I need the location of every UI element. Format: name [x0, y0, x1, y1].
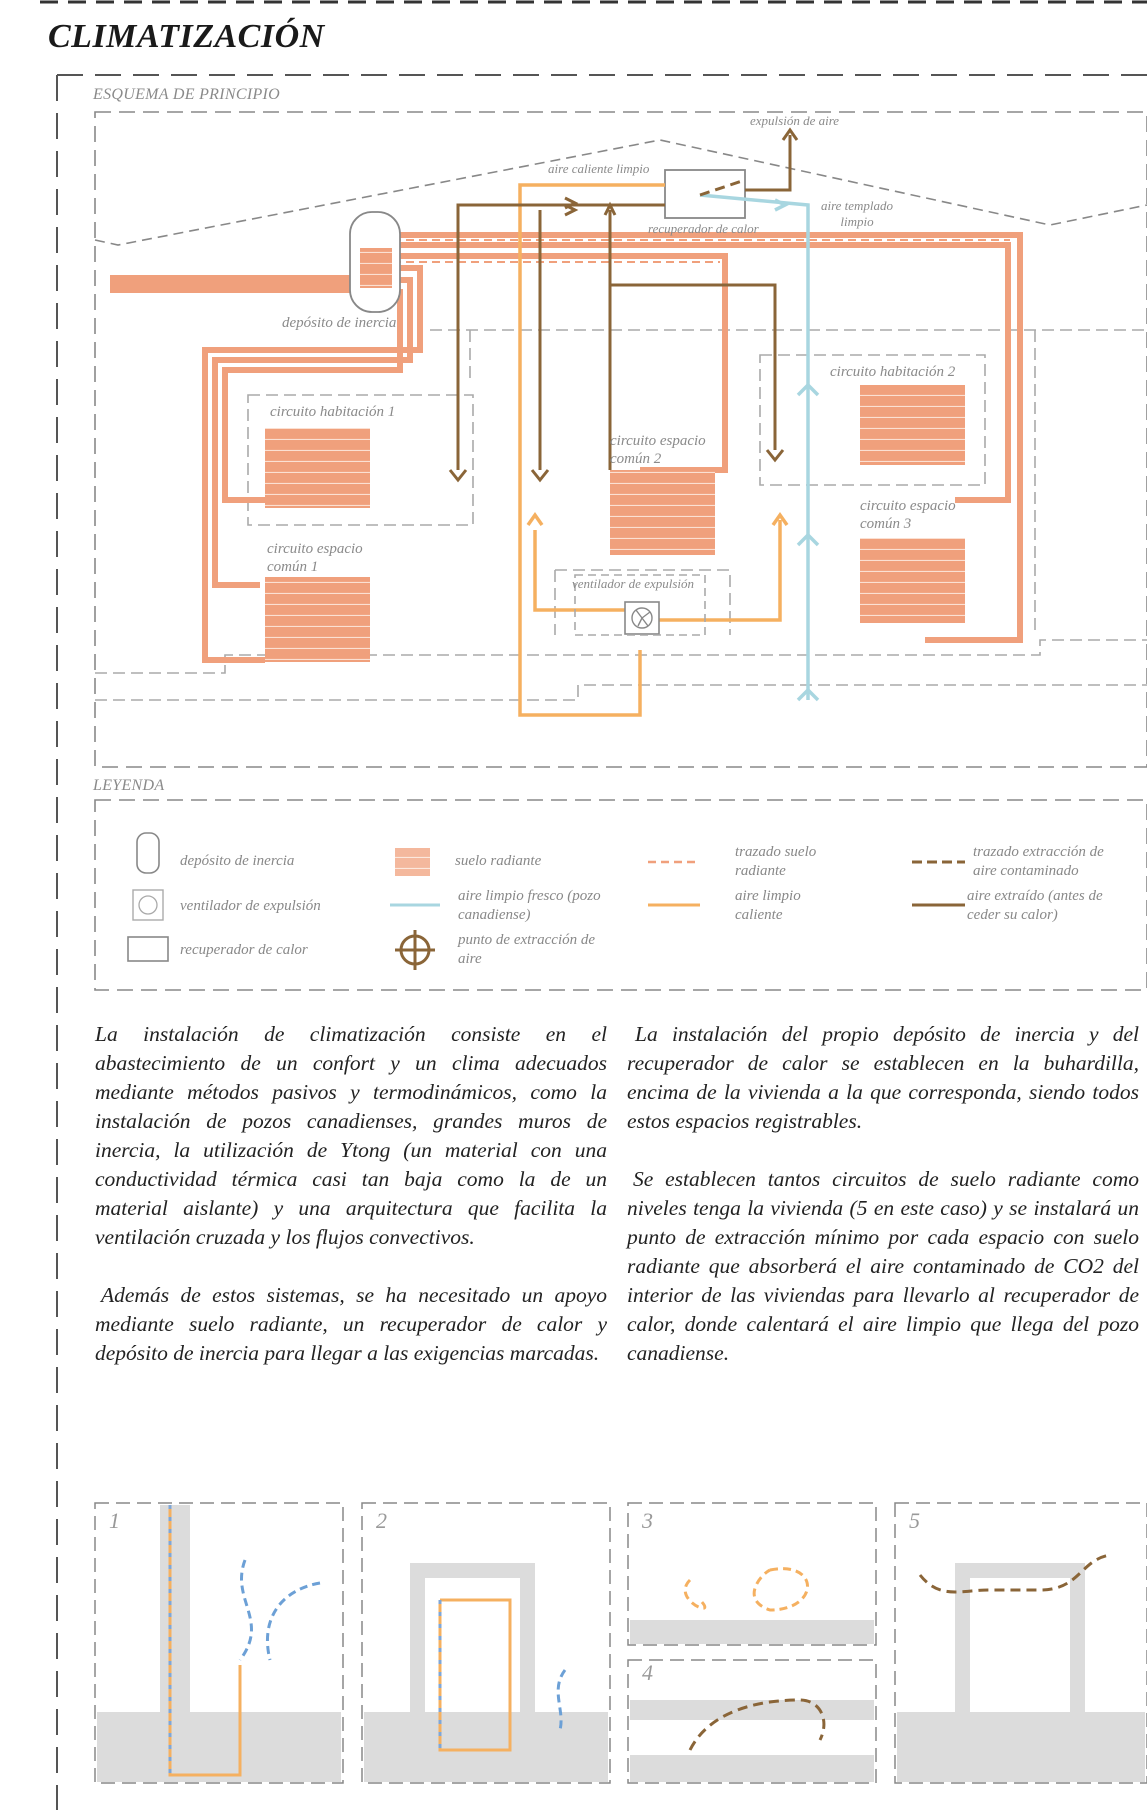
radiant-pipes-thin — [380, 239, 1010, 263]
label-comun2: circuito espacio común 2 — [610, 433, 706, 467]
label-expulsion: expulsión de aire — [750, 113, 840, 128]
extract-dashed — [699, 178, 746, 197]
left-paragraph-2: Además de estos sistemas, se ha necesita… — [95, 1283, 607, 1365]
legend-aire-fresco: aire limpio fresco (pozo canadiense) — [458, 888, 601, 923]
left-paragraph-1: La instalación de climatización consiste… — [95, 1022, 607, 1249]
page-title: CLIMATIZACIÓN — [48, 18, 325, 55]
building-floors — [95, 329, 1147, 701]
text-column-right: La instalación del propio depósito de in… — [627, 1020, 1139, 1397]
schema-heading: ESQUEMA DE PRINCIPIO — [93, 86, 280, 103]
right-paragraph-1: La instalación del propio depósito de in… — [627, 1022, 1139, 1133]
label-aire-templado: aire templado limpio — [820, 198, 894, 229]
legend-aire-caliente: aire limpio caliente — [735, 888, 801, 923]
panel-number-4: 4 — [642, 1660, 653, 1685]
legend-aire-extraido: aire extraído (antes de ceder su calor) — [967, 888, 1103, 923]
legend-trazado-suelo: trazado suelo radiante — [735, 844, 817, 879]
schema-frame — [94, 111, 1147, 768]
fresh-air-line — [699, 193, 820, 702]
label-recuperador: recuperador de calor — [648, 221, 759, 236]
label-deposito: depósito de inercia — [282, 315, 397, 331]
label-hab1: circuito habitación 1 — [270, 404, 396, 420]
label-hab2: circuito habitación 2 — [830, 364, 956, 380]
legend-trazado-extraccion: trazado extracción de aire contaminado — [973, 844, 1104, 879]
label-comun1: circuito espacio común 1 — [267, 541, 363, 575]
roof-line — [94, 139, 1147, 246]
label-ventilador: ventilador de expulsión — [572, 576, 695, 591]
panel-number-5: 5 — [909, 1508, 920, 1533]
legend-symbols — [127, 832, 965, 970]
legend-recuperador: recuperador de calor — [180, 942, 308, 958]
radiant-floor-blocks — [265, 385, 965, 662]
legend-suelo-icon — [395, 848, 430, 876]
panel-masses — [97, 1505, 1145, 1782]
bottom-panels — [94, 1502, 1147, 1784]
legend-frame — [94, 799, 1147, 991]
ventilador-box — [574, 574, 706, 636]
legend-heading: LEYENDA — [93, 777, 165, 794]
label-aire-caliente: aire caliente limpio — [548, 161, 650, 176]
panel-pipes — [168, 1505, 1111, 1777]
ventilador-icon — [624, 601, 660, 635]
extract-air-lines — [448, 127, 799, 483]
legend-ventilador-icon — [132, 889, 164, 921]
deposito-inercia-icon — [349, 211, 401, 313]
top-rule — [40, 0, 1147, 6]
clean-warm-air-lines — [518, 183, 789, 717]
legend-punto: punto de extracción de aire — [458, 932, 596, 967]
panel-number-3: 3 — [642, 1508, 653, 1533]
text-column-left: La instalación de climatización consiste… — [95, 1020, 607, 1397]
legend-suelo: suelo radiante — [455, 853, 542, 869]
legend-deposito: depósito de inercia — [180, 853, 295, 869]
right-paragraph-2: Se establecen tantos circuitos de suelo … — [627, 1167, 1139, 1365]
label-comun3: circuito espacio común 3 — [860, 498, 956, 532]
panel-number-1: 1 — [109, 1508, 120, 1533]
panel-number-2: 2 — [376, 1508, 387, 1533]
legend-punto-icon — [395, 930, 435, 970]
legend-recuperador-icon — [127, 936, 169, 962]
legend-ventilador: ventilador de expulsión — [180, 898, 321, 914]
legend-deposito-icon — [136, 832, 160, 874]
outer-frame — [56, 74, 1147, 1810]
